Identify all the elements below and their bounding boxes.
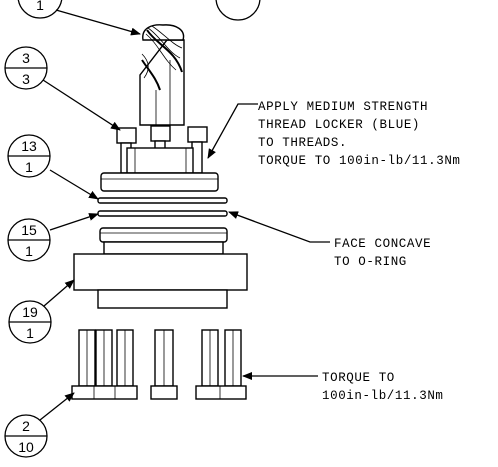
balloon-19-top: 19: [22, 304, 38, 320]
note-thread-locker-line4: TORQUE TO 100in-lb/11.3Nm: [258, 154, 461, 168]
balloon-19-bottom: 1: [26, 325, 34, 341]
balloon-3-top: 3: [22, 50, 30, 66]
note-thread-locker-line1: APPLY MEDIUM STRENGTH: [258, 100, 428, 114]
drill-bit: [139, 24, 185, 126]
bolt-group: [71, 329, 247, 400]
note-face-concave: FACE CONCAVE TO O-RING: [228, 211, 431, 269]
balloon-circle-partial: [215, 0, 261, 21]
balloon-15: 15 1: [7, 213, 99, 262]
note-thread-locker-line3: TO THREADS.: [258, 136, 347, 150]
note-torque: TORQUE TO 100in-lb/11.3Nm: [242, 371, 444, 403]
bolt-left-group: [71, 329, 138, 400]
bolt-right-group: [195, 329, 247, 400]
balloon-15-top: 15: [21, 222, 37, 238]
adapter-body: [73, 227, 248, 309]
balloon-13-top: 13: [21, 138, 37, 154]
balloon-2-bottom: 10: [18, 439, 34, 455]
o-ring-13: [97, 197, 228, 204]
note-face-concave-line2: TO O-RING: [334, 255, 407, 269]
balloon-3-bottom: 3: [22, 71, 30, 87]
note-face-concave-line1: FACE CONCAVE: [334, 237, 431, 251]
balloon-2-top: 2: [22, 418, 30, 434]
balloon-partial-bottom: 1: [36, 0, 44, 13]
balloon-3: 3 3: [4, 46, 121, 131]
note-torque-line2: 100in-lb/11.3Nm: [322, 389, 444, 403]
o-ring-15: [97, 210, 228, 217]
balloon-15-bottom: 1: [25, 243, 33, 259]
note-thread-locker-line2: THREAD LOCKER (BLUE): [258, 118, 420, 132]
note-thread-locker: APPLY MEDIUM STRENGTH THREAD LOCKER (BLU…: [207, 100, 461, 168]
balloon-partial: 1: [17, 0, 141, 36]
balloon-19: 19 1: [8, 279, 75, 344]
balloon-13-bottom: 1: [25, 159, 33, 175]
leader-line: [55, 9, 141, 36]
note-torque-line1: TORQUE TO: [322, 371, 395, 385]
screw-plate: [100, 125, 219, 192]
balloon-2: 2 10: [4, 392, 75, 458]
bolt-middle: [150, 329, 178, 400]
balloon-13: 13 1: [7, 134, 99, 200]
